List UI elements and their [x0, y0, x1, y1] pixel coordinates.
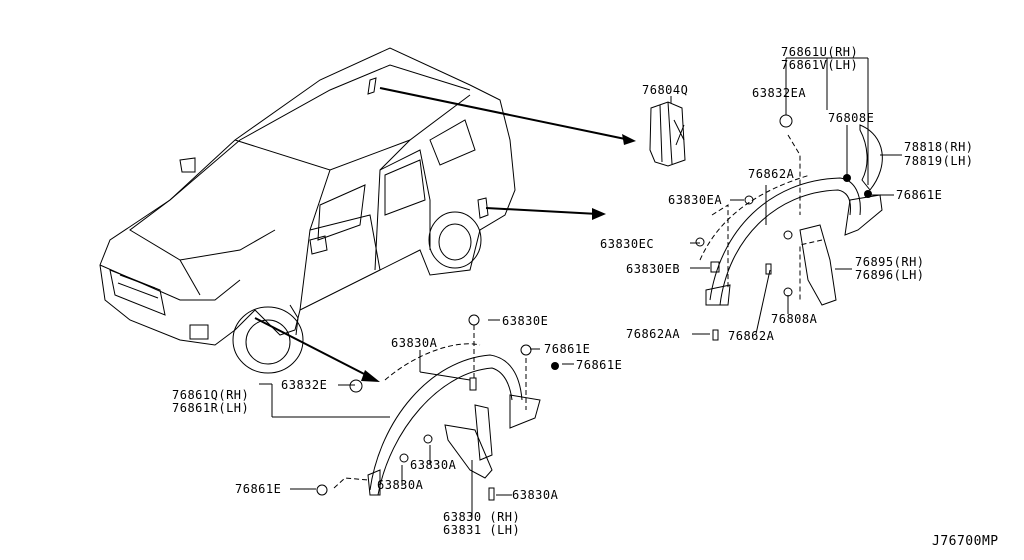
- part-label-76804Q[interactable]: 76804Q: [642, 83, 689, 97]
- part-label-63830EC[interactable]: 63830EC: [600, 237, 655, 251]
- part-label-76862AA[interactable]: 76862AA: [626, 327, 681, 341]
- diagram-id: J76700MP: [932, 534, 999, 549]
- part-76804Q-drawing: [649, 96, 686, 167]
- part-label-76861E-lower[interactable]: 76861E: [235, 482, 282, 496]
- part-label-63830A-top[interactable]: 63830A: [391, 336, 438, 350]
- rear-wheel-arch-drawing: [690, 57, 902, 341]
- part-label-63830EB[interactable]: 63830EB: [626, 262, 681, 276]
- part-label-63830A-bottom[interactable]: 63830A: [512, 488, 559, 502]
- part-label-76862A-lower[interactable]: 76862A: [728, 329, 775, 343]
- part-label-63830EA[interactable]: 63830EA: [668, 193, 723, 207]
- part-label-76861Q-rh[interactable]: 76861Q(RH): [172, 388, 250, 402]
- part-label-76896-lh[interactable]: 76896(LH): [855, 268, 925, 282]
- part-label-63831-lh[interactable]: 63831 (LH): [443, 523, 521, 537]
- part-label-76895-rh[interactable]: 76895(RH): [855, 255, 925, 269]
- leader-arrows: [254, 87, 636, 382]
- part-label-63830A-mid[interactable]: 63830A: [410, 458, 457, 472]
- vehicle-illustration: [99, 47, 516, 374]
- front-wheel-arch-drawing: [259, 314, 574, 518]
- part-label-63830E[interactable]: 63830E: [502, 314, 549, 328]
- part-label-76808E[interactable]: 76808E: [828, 111, 875, 125]
- part-label-76861E-upper[interactable]: 76861E: [896, 188, 943, 202]
- part-label-76861U-rh[interactable]: 76861U(RH): [781, 45, 859, 59]
- part-label-76861R-lh[interactable]: 76861R(LH): [172, 401, 250, 415]
- part-label-78818-rh[interactable]: 78818(RH): [904, 140, 974, 154]
- part-label-76862A-upper[interactable]: 76862A: [748, 167, 795, 181]
- part-label-76861E-mid[interactable]: 76861E: [544, 342, 591, 356]
- part-label-63830A-left[interactable]: 63830A: [377, 478, 424, 492]
- part-label-63830-rh[interactable]: 63830 (RH): [443, 510, 521, 524]
- part-label-76861V-lh[interactable]: 76861V(LH): [781, 58, 859, 72]
- part-label-63832E[interactable]: 63832E: [281, 378, 328, 392]
- part-label-78819-lh[interactable]: 78819(LH): [904, 154, 974, 168]
- part-label-63832EA[interactable]: 63832EA: [752, 86, 807, 100]
- part-label-76808A[interactable]: 76808A: [771, 312, 818, 326]
- part-label-76861E-right[interactable]: 76861E: [576, 358, 623, 372]
